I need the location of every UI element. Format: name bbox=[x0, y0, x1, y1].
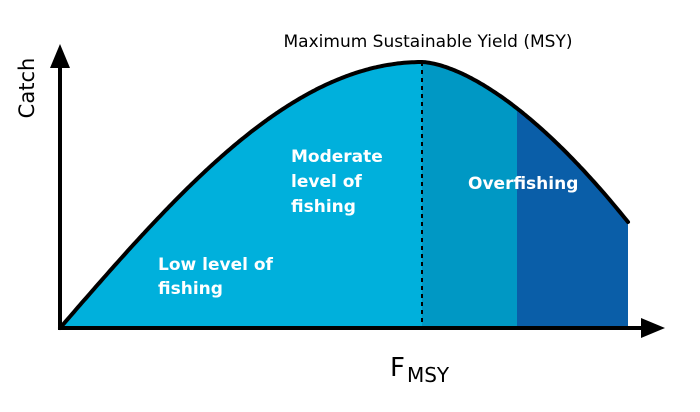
x-axis-arrow bbox=[641, 318, 665, 338]
region-overfishing-dark bbox=[517, 108, 628, 329]
x-tick-f: F bbox=[390, 353, 405, 383]
yield-curve bbox=[58, 60, 630, 330]
x-tick-subscript: MSY bbox=[407, 363, 450, 387]
region-label-overfishing: Overfishing bbox=[468, 174, 578, 194]
y-axis-label: Catch bbox=[15, 58, 39, 119]
y-axis-arrow bbox=[50, 44, 70, 68]
region-label-low: Low level of fishing bbox=[158, 255, 279, 299]
msy-label: Maximum Sustainable Yield (MSY) bbox=[284, 32, 573, 52]
region-label-moderate: Moderate level of fishing bbox=[291, 147, 389, 217]
region-low-moderate-fishing bbox=[60, 62, 422, 328]
region-overfishing-light bbox=[422, 62, 517, 328]
